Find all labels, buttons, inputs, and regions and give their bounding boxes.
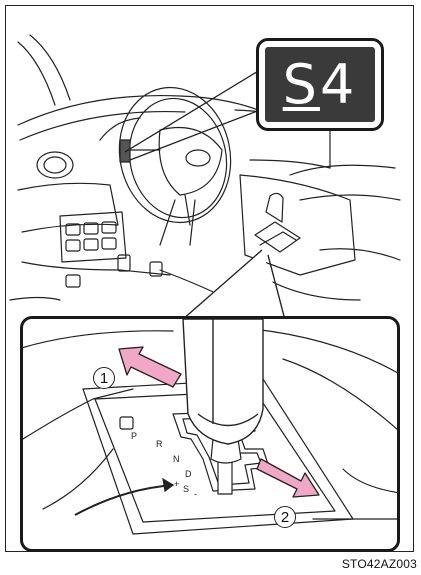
gate-label-p: P [131, 431, 137, 441]
gate-label-plus: + [174, 479, 179, 489]
gate-label-d: D [185, 469, 192, 479]
shift-range-number: 4 [320, 53, 357, 116]
callout-1: 1 [93, 367, 115, 389]
arrow-right-icon [257, 459, 319, 497]
gate-label-r: R [156, 439, 163, 449]
arrow-left-icon [119, 347, 181, 387]
shift-range-letter: S [283, 53, 320, 116]
shift-range-display: S4 [265, 47, 375, 122]
shift-range-text: S4 [283, 58, 358, 112]
shift-range-badge: S4 [256, 38, 384, 131]
callout-2: 2 [274, 506, 296, 528]
gate-label-minus: - [194, 489, 197, 499]
figure-code: STO42AZ003 [342, 557, 417, 571]
gate-label-n: N [173, 454, 180, 464]
shifter-closeup-drawing [23, 319, 400, 552]
shifter-closeup-inset: P R N D + S - [20, 316, 400, 552]
gate-label-s: S [183, 484, 189, 494]
